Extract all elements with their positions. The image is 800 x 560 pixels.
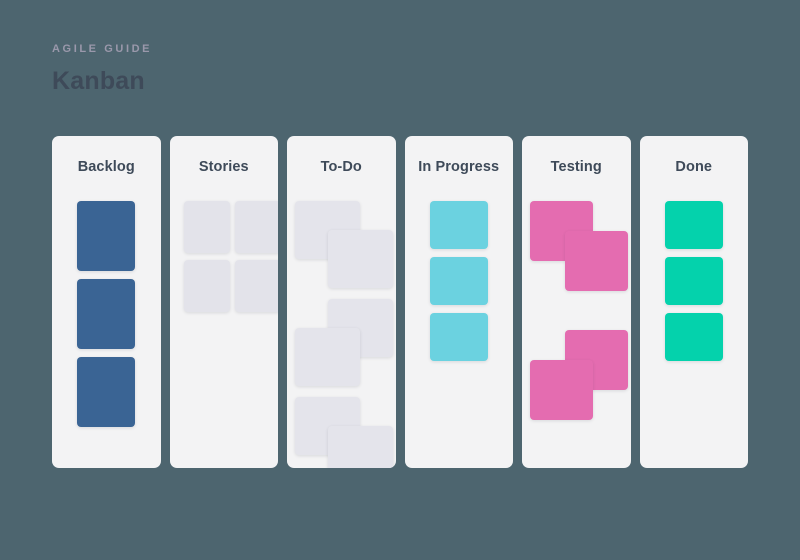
page-title: Kanban bbox=[52, 67, 145, 95]
column-title-stories: Stories bbox=[198, 159, 249, 175]
kanban-card[interactable] bbox=[429, 313, 488, 361]
kanban-card[interactable] bbox=[328, 426, 393, 468]
kanban-column-done[interactable]: Done bbox=[639, 136, 749, 468]
kanban-board: Backlog Stories To-Do In Progress Testing Don… bbox=[52, 136, 748, 468]
column-cards-done bbox=[640, 198, 749, 468]
column-title-inprogress: In Progress bbox=[418, 159, 500, 175]
column-cards-todo bbox=[287, 198, 396, 468]
kanban-card[interactable] bbox=[328, 230, 393, 288]
kanban-card[interactable] bbox=[565, 231, 628, 291]
column-cards-inprogress bbox=[405, 198, 514, 468]
kanban-card[interactable] bbox=[183, 260, 230, 312]
page-header: AGILE GUIDE Kanban bbox=[52, 44, 152, 94]
kanban-card[interactable] bbox=[234, 201, 278, 253]
kanban-card[interactable] bbox=[77, 201, 136, 271]
column-cards-stories bbox=[170, 198, 278, 468]
kanban-card[interactable] bbox=[664, 313, 723, 361]
kanban-column-testing[interactable]: Testing bbox=[522, 136, 631, 468]
kanban-column-todo[interactable]: To-Do bbox=[287, 136, 396, 468]
column-title-testing: Testing bbox=[550, 159, 602, 175]
kanban-column-stories[interactable]: Stories bbox=[169, 136, 278, 468]
kanban-column-backlog[interactable]: Backlog bbox=[52, 136, 161, 468]
kanban-card[interactable] bbox=[664, 201, 723, 249]
kanban-card[interactable] bbox=[77, 279, 136, 349]
kanban-card[interactable] bbox=[295, 328, 360, 386]
page-eyebrow: AGILE GUIDE bbox=[52, 43, 153, 55]
kanban-card[interactable] bbox=[530, 360, 593, 420]
kanban-card[interactable] bbox=[429, 257, 488, 305]
kanban-card[interactable] bbox=[77, 357, 136, 427]
column-title-backlog: Backlog bbox=[77, 159, 135, 175]
kanban-card[interactable] bbox=[183, 201, 230, 253]
column-cards-testing bbox=[522, 198, 631, 468]
column-title-done: Done bbox=[675, 159, 713, 175]
kanban-column-inprogress[interactable]: In Progress bbox=[404, 136, 514, 468]
column-cards-backlog bbox=[52, 198, 161, 468]
kanban-card[interactable] bbox=[234, 260, 278, 312]
kanban-card[interactable] bbox=[664, 257, 723, 305]
column-title-todo: To-Do bbox=[320, 159, 362, 175]
kanban-card[interactable] bbox=[429, 201, 488, 249]
